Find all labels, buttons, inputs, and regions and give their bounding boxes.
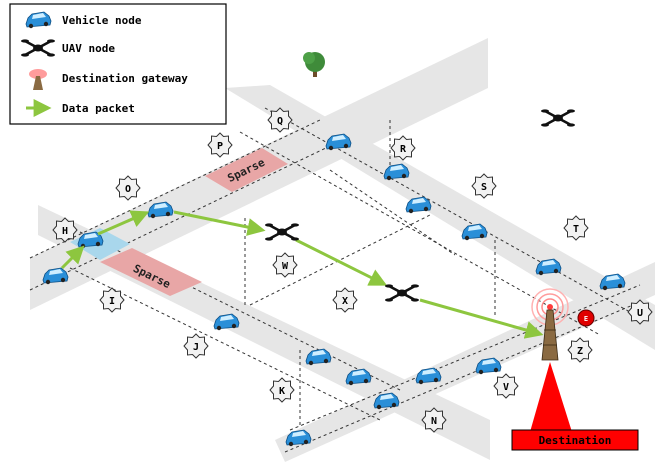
svg-text:P: P — [217, 141, 223, 152]
destination-gateway-icon — [531, 288, 569, 361]
tree-icon — [303, 52, 325, 77]
svg-text:W: W — [282, 261, 289, 272]
region-markers: H O P Q R S T I J K W X N V Z U — [52, 107, 653, 433]
packet-path — [60, 210, 544, 339]
svg-text:X: X — [342, 296, 348, 307]
svg-text:K: K — [279, 386, 285, 397]
region-marker-t: T — [563, 215, 589, 241]
region-marker-j: J — [183, 333, 209, 359]
svg-text:U: U — [637, 308, 643, 319]
svg-text:J: J — [193, 342, 199, 353]
svg-text:UAV node: UAV node — [62, 42, 115, 55]
region-marker-h: H — [52, 217, 78, 243]
event-marker: E — [577, 309, 595, 327]
svg-text:Vehicle node: Vehicle node — [62, 14, 142, 27]
region-marker-p: P — [207, 132, 233, 158]
region-marker-i: I — [99, 287, 125, 313]
road-top-right — [225, 85, 655, 350]
svg-text:S: S — [481, 182, 487, 193]
svg-text:Destination gateway: Destination gateway — [62, 72, 188, 85]
svg-text:R: R — [400, 144, 407, 155]
svg-text:Q: Q — [277, 116, 283, 127]
uav-icon — [539, 108, 577, 128]
region-marker-q: Q — [267, 107, 293, 133]
region-marker-z: Z — [567, 337, 593, 363]
svg-text:E: E — [584, 315, 588, 323]
region-marker-k: K — [269, 377, 295, 403]
svg-text:T: T — [573, 224, 579, 235]
legend: Vehicle node UAV node Destination gatewa… — [9, 3, 227, 125]
vehicle-icon — [415, 367, 442, 385]
destination-callout: Destination — [511, 362, 639, 451]
svg-text:V: V — [503, 382, 509, 393]
region-marker-w: W — [272, 252, 298, 278]
uav-icon — [383, 283, 421, 303]
svg-text:Data packet: Data packet — [62, 102, 135, 115]
svg-text:N: N — [431, 416, 437, 427]
uav-icon — [263, 222, 301, 242]
gateway-legend-icon — [29, 69, 47, 90]
sparse-zone-upper: Sparse — [205, 148, 288, 192]
region-marker-s: S — [471, 173, 497, 199]
vehicle-icon — [285, 429, 312, 447]
region-marker-r: R — [390, 135, 416, 161]
svg-text:I: I — [109, 296, 115, 307]
region-marker-o: O — [115, 175, 141, 201]
svg-text:Z: Z — [577, 346, 583, 357]
svg-text:O: O — [125, 184, 131, 195]
region-marker-x: X — [332, 287, 358, 313]
region-marker-n: N — [421, 407, 447, 433]
region-marker-v: V — [493, 373, 519, 399]
svg-text:Destination: Destination — [539, 434, 612, 447]
svg-text:H: H — [62, 226, 68, 237]
region-marker-u: U — [627, 299, 653, 325]
